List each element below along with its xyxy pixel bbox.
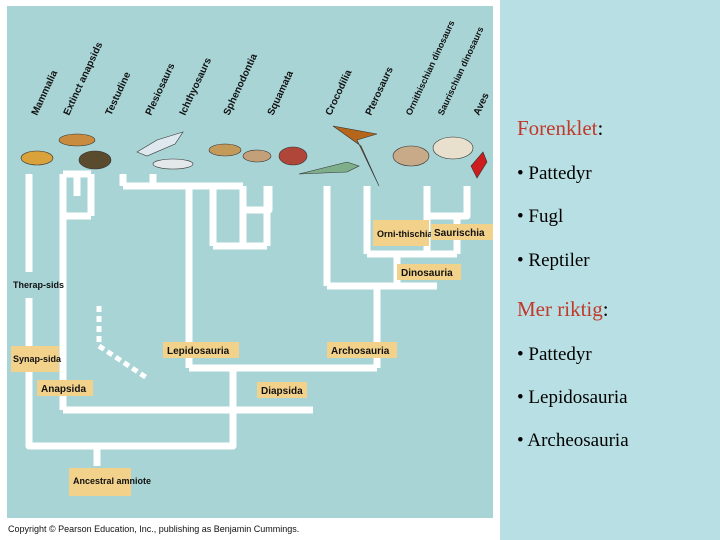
ichthyosaur-icon <box>152 158 194 170</box>
clade-box-dinosauria <box>397 264 461 280</box>
plesiosaur-icon <box>136 131 184 157</box>
taxon-label: Squamata <box>266 69 296 117</box>
phylogeny-figure: Mammalia Extinct anapsids Testudine Ples… <box>7 6 493 518</box>
taxon-label: Crocodilia <box>324 68 355 117</box>
list-item: • Archeosauria <box>517 430 629 451</box>
taxon-label: Aves <box>472 91 492 117</box>
tuatara-icon <box>208 143 242 157</box>
clade-label-diapsida: Diapsida <box>261 386 303 397</box>
clade-box-ancestral-amniote <box>69 468 131 496</box>
snake-icon <box>278 146 308 166</box>
taxon-label: Plesiosaurs <box>144 61 178 117</box>
anapsid-icon <box>58 133 96 147</box>
clade-label-ancestral-amniote: Ancestral amniote <box>73 476 151 486</box>
leopard-icon <box>20 150 54 166</box>
copyright-notice: Copyright © Pearson Education, Inc., pub… <box>8 524 300 534</box>
clade-box-anapsida <box>37 380 93 396</box>
heading-simplified-text: Forenklet <box>517 116 598 140</box>
clade-label-anapsida: Anapsida <box>41 384 86 395</box>
taxon-label: Mammalia <box>30 68 61 117</box>
clade-box-lepidosauria <box>163 342 239 358</box>
clade-box-saurischia <box>431 224 493 240</box>
ornithischian-icon <box>392 145 430 167</box>
clade-label-dinosauria: Dinosauria <box>401 268 453 279</box>
taxon-label: Sphenodontia <box>222 52 260 117</box>
clade-label-saurischia: Saurischia <box>434 228 485 239</box>
pterosaur-icon <box>332 125 380 187</box>
crocodile-icon <box>298 161 360 175</box>
clade-box-diapsida <box>257 382 307 398</box>
turtle-icon <box>78 150 112 170</box>
heading-simplified: Forenklet: <box>517 116 717 141</box>
clade-label-lepidosauria: Lepidosauria <box>167 346 230 357</box>
bird-icon <box>470 151 488 179</box>
list-item: • Fugl <box>517 206 564 227</box>
clade-box-synapsida <box>11 346 59 372</box>
saurischian-icon <box>432 136 474 160</box>
phylogenetic-tree: Mammalia Extinct anapsids Testudine Ples… <box>11 19 493 496</box>
list-item: • Reptiler <box>517 250 590 271</box>
heading-more-correct-text: Mer riktig <box>517 297 603 321</box>
heading-more-correct-colon: : <box>602 297 609 321</box>
taxon-label: Ichthyosaurs <box>178 56 214 117</box>
clade-label-therapsids: Therap-sids <box>13 280 64 290</box>
lizard-icon <box>242 149 272 163</box>
clade-box-archosauria <box>327 342 397 358</box>
heading-simplified-colon: : <box>597 116 604 140</box>
clade-box-therapsids <box>11 272 59 298</box>
clade-box-ornithischia <box>373 220 429 246</box>
list-item: • Pattedyr <box>517 344 592 365</box>
taxon-label: Pterosaurs <box>364 65 396 117</box>
list-item: • Pattedyr <box>517 163 592 184</box>
list-item: • Lepidosauria <box>517 387 628 408</box>
heading-more-correct: Mer riktig: <box>517 297 717 322</box>
clade-label-archosauria: Archosauria <box>331 346 390 357</box>
taxon-label: Testudine <box>104 70 134 117</box>
sidebar-background <box>500 0 720 540</box>
clade-label-ornithischia: Orni-thischia <box>377 229 434 239</box>
clade-label-synapsida: Synap-sida <box>13 354 62 364</box>
taxon-label: Extinct anapsids <box>62 40 106 117</box>
